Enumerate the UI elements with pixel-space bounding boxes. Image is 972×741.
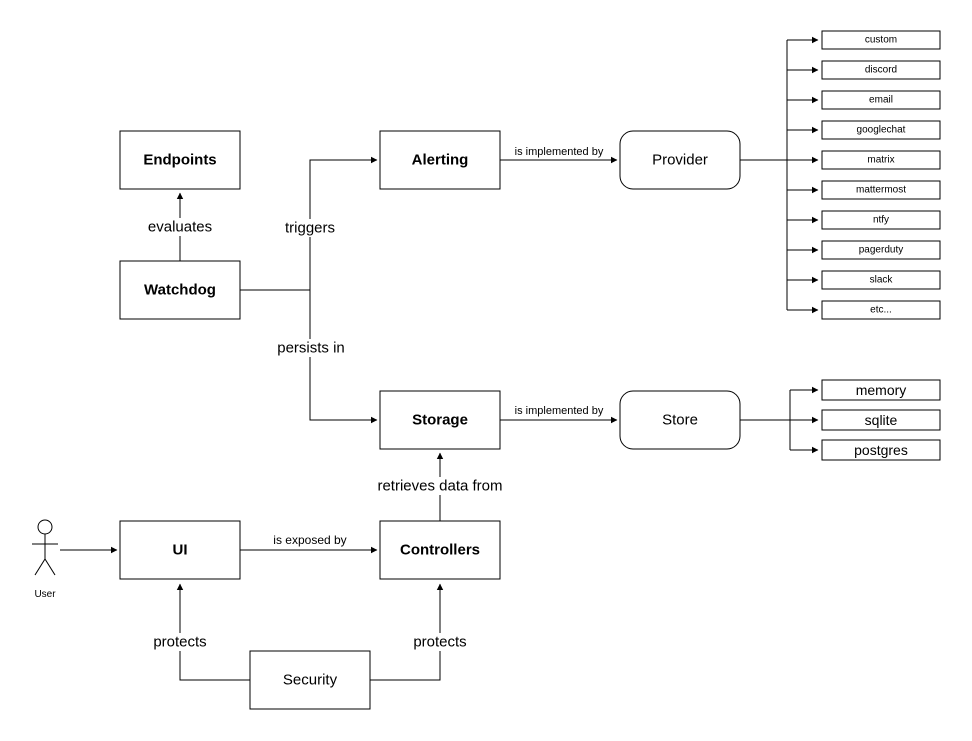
provider-item-email: email [821, 90, 941, 110]
endpoints-label: Endpoints [143, 152, 216, 169]
svg-text:protects: protects [153, 634, 206, 651]
controllers-box [379, 520, 501, 580]
edge-security-ui [176, 583, 250, 681]
controllers-label: Controllers [400, 542, 480, 559]
provider-label: Provider [652, 152, 708, 169]
provider-item-label: googlechat [857, 125, 906, 136]
store-item-label: memory [856, 382, 907, 398]
edge-label-storage-implemented-by: is implemented by [515, 405, 604, 417]
store-item-sqlite: sqlite [821, 409, 941, 431]
diagram-edges [60, 36, 819, 681]
alerting-label: Alerting [412, 152, 469, 169]
edge-label-retrieves-data-from: retrieves data from [374, 477, 506, 495]
node-security: Security [249, 650, 371, 710]
provider-item-ntfy: ntfy [821, 210, 941, 230]
svg-text:protects: protects [413, 634, 466, 651]
storage-label: Storage [412, 412, 468, 429]
store-label: Store [662, 412, 698, 429]
user-leg-left [34, 558, 46, 576]
provider-item-label: etc... [870, 305, 892, 316]
provider-item-label: slack [870, 275, 894, 286]
storage-box [379, 390, 501, 450]
provider-item-etc: etc... [821, 300, 941, 320]
edge-label-is-exposed-by: is exposed by [273, 533, 346, 547]
node-provider: Provider [619, 130, 741, 190]
svg-text:is exposed by: is exposed by [273, 533, 346, 547]
provider-item-googlechat: googlechat [821, 120, 941, 140]
provider-item-label: matrix [867, 155, 894, 166]
user-leg-right [44, 558, 56, 576]
node-alerting: Alerting [379, 130, 501, 190]
watchdog-box [119, 260, 241, 320]
provider-item-mattermost: mattermost [821, 180, 941, 200]
provider-implementations: custom discord email googlechat matrix m… [821, 30, 941, 320]
svg-text:retrieves data from: retrieves data from [377, 478, 502, 495]
node-watchdog: Watchdog [119, 260, 241, 320]
provider-item-label: custom [865, 35, 897, 46]
node-store: Store [619, 390, 741, 450]
store-item-memory: memory [821, 379, 941, 401]
user-head [37, 519, 53, 535]
provider-item-pagerduty: pagerduty [821, 240, 941, 260]
edge-label-protects-ui: protects [152, 633, 208, 651]
provider-item-slack: slack [821, 270, 941, 290]
edge-label-alerting-implemented-by: is implemented by [515, 146, 604, 158]
svg-text:triggers: triggers [285, 220, 335, 237]
node-ui: UI [119, 520, 241, 580]
provider-item-label: pagerduty [859, 245, 903, 256]
provider-item-matrix: matrix [821, 150, 941, 170]
watchdog-label: Watchdog [144, 282, 216, 299]
security-label: Security [283, 672, 338, 689]
store-implementations: memory sqlite postgres [821, 379, 941, 461]
edge-junction-storage [309, 290, 378, 424]
store-item-label: postgres [854, 442, 908, 458]
provider-item-label: discord [865, 65, 897, 76]
user-actor: User [32, 519, 58, 600]
provider-item-custom: custom [821, 30, 941, 50]
edge-label-evaluates: evaluates [145, 218, 215, 236]
edge-label-persists-in: persists in [277, 339, 345, 357]
ui-label: UI [173, 542, 188, 559]
edge-security-controllers [370, 583, 444, 681]
node-storage: Storage [379, 390, 501, 450]
edge-label-triggers: triggers [282, 219, 339, 237]
node-controllers: Controllers [379, 520, 501, 580]
user-actor-label: User [34, 589, 56, 600]
provider-item-label: email [869, 95, 893, 106]
provider-item-label: ntfy [873, 215, 889, 226]
ui-box [119, 520, 241, 580]
store-box [619, 390, 741, 450]
edge-junction-alerting [309, 156, 378, 290]
svg-text:persists in: persists in [277, 340, 345, 357]
provider-box [619, 130, 741, 190]
svg-text:is implemented by: is implemented by [515, 146, 604, 158]
svg-text:is implemented by: is implemented by [515, 405, 604, 417]
store-item-label: sqlite [865, 412, 898, 428]
provider-item-label: mattermost [856, 185, 906, 196]
svg-text:evaluates: evaluates [148, 219, 212, 236]
node-endpoints: Endpoints [119, 130, 241, 190]
alerting-box [379, 130, 501, 190]
security-box [249, 650, 371, 710]
store-item-postgres: postgres [821, 439, 941, 461]
provider-item-discord: discord [821, 60, 941, 80]
endpoints-box [119, 130, 241, 190]
edge-label-protects-controllers: protects [412, 633, 468, 651]
